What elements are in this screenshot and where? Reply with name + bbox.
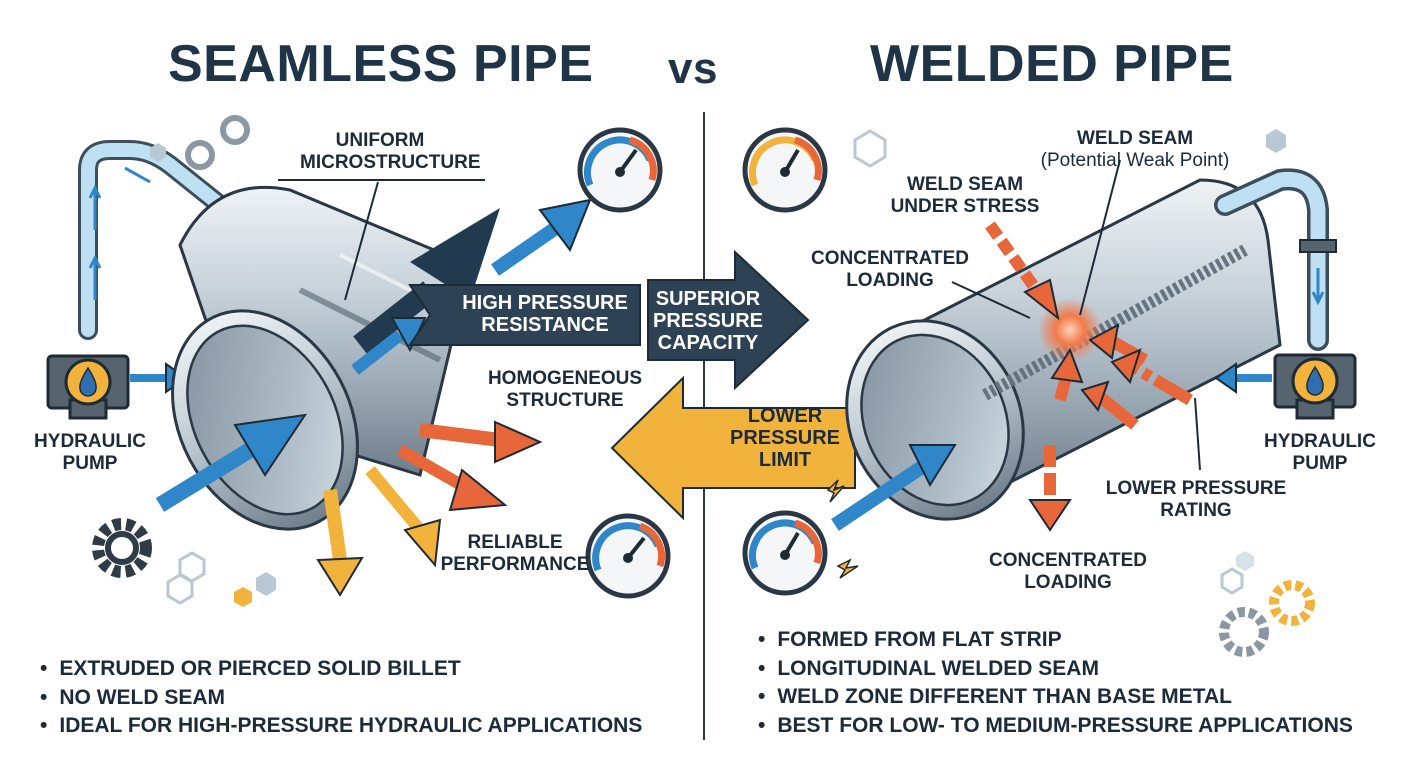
list-item: BEST FOR LOW- TO MEDIUM-PRESSURE APPLICA…: [758, 712, 1353, 741]
hydraulic-pump-icon: [1273, 353, 1357, 420]
gear-icon: [92, 518, 152, 578]
hexagon-icon: [1266, 129, 1286, 153]
pressure-gauge-icon: [742, 510, 828, 596]
list-item: NO WELD SEAM: [40, 684, 642, 713]
seamless-pipe: [171, 185, 472, 531]
seamless-bullet-list: EXTRUDED OR PIERCED SOLID BILLET NO WELD…: [40, 655, 642, 741]
water-drop-icon: [1306, 365, 1324, 396]
pressure-gauge-icon: [577, 127, 663, 213]
welded-bullet-list: FORMED FROM FLAT STRIP LONGITUDINAL WELD…: [758, 626, 1353, 740]
water-drop-icon: [79, 366, 97, 397]
label-uniform-microstructure: UNIFORM MICROSTRUCTURE: [300, 130, 481, 173]
label-homogeneous-structure: HOMOGENEOUS STRUCTURE: [487, 368, 643, 411]
hexagon-icon: [150, 143, 166, 162]
label-weld-seam: WELD SEAM (Potential Weak Point): [1040, 128, 1230, 171]
pressure-gauge-icon: [585, 513, 671, 599]
list-item: IDEAL FOR HIGH-PRESSURE HYDRAULIC APPLIC…: [40, 712, 642, 741]
title-seamless: SEAMLESS PIPE: [168, 35, 594, 93]
superior-arrow: [647, 249, 810, 391]
hexagon-icon: [853, 129, 887, 168]
label-hydraulic-pump-left: HYDRAULIC PUMP: [34, 431, 146, 474]
list-item: WELD ZONE DIFFERENT THAN BASE METAL: [758, 683, 1353, 712]
list-item: LONGITUDINAL WELDED SEAM: [758, 655, 1353, 684]
gear-icon: [185, 115, 250, 170]
title-welded: WELDED PIPE: [870, 35, 1234, 93]
label-high-pressure-resistance: HIGH PRESSURE RESISTANCE: [462, 292, 628, 336]
label-concentrated-loading-top: CONCENTRATED LOADING: [811, 248, 969, 291]
list-item: FORMED FROM FLAT STRIP: [758, 626, 1353, 655]
hydraulic-pump-icon: [46, 354, 130, 420]
label-hydraulic-pump-right: HYDRAULIC PUMP: [1264, 431, 1376, 474]
pressure-gauge-icon: [742, 127, 828, 213]
title-vs: vs: [668, 44, 718, 93]
hexagon-icon: [256, 572, 276, 596]
hexagon-icon: [234, 587, 252, 607]
weld-seam: [982, 244, 1248, 401]
label-weld-seam-under-stress: WELD SEAM UNDER STRESS: [890, 174, 1040, 217]
label-superior-pressure-capacity: SUPERIOR PRESSURE CAPACITY: [652, 288, 764, 354]
list-item: EXTRUDED OR PIERCED SOLID BILLET: [40, 655, 642, 684]
lightning-icon: [826, 479, 845, 503]
label-reliable-performance: RELIABLE PERFORMANCE: [440, 532, 590, 575]
label-concentrated-loading-bottom: CONCENTRATED LOADING: [989, 550, 1147, 593]
hexagon-icon: [1236, 551, 1254, 571]
lightning-icon: [836, 558, 859, 579]
label-lower-pressure-limit: LOWER PRESSURE LIMIT: [729, 405, 841, 471]
label-lower-pressure-rating: LOWER PRESSURE RATING: [1105, 478, 1287, 521]
high-pressure-band: [408, 284, 641, 346]
lower-limit-arrow: [610, 375, 856, 521]
